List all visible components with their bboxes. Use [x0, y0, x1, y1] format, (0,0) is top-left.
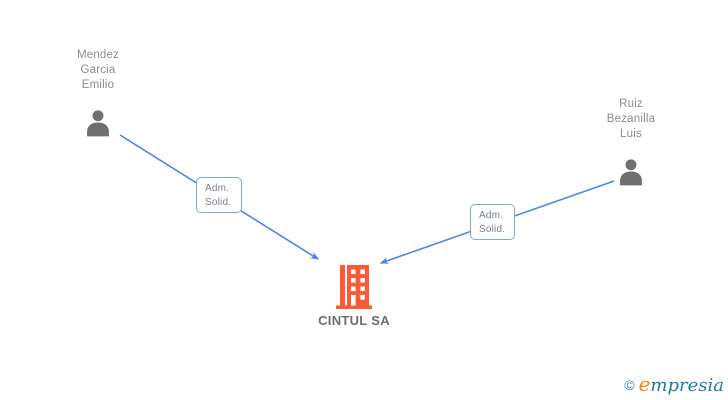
logo-initial: e [638, 372, 651, 396]
relation-label-line2: Solid. [479, 224, 506, 235]
person-icon [571, 156, 691, 188]
relation-label-line2: Solid. [205, 197, 232, 208]
copyright-icon: © [624, 377, 635, 393]
relation-label-line1: Adm. [205, 183, 230, 194]
empresia-wordmark: empresia [639, 374, 724, 396]
person-node-ruiz-bezanilla-luis[interactable]: Ruiz Bezanilla Luis [571, 97, 691, 188]
empresia-logo[interactable]: © empresia [624, 374, 724, 396]
logo-rest: mpresia [650, 375, 724, 396]
relation-box-adm-solid-1[interactable]: Adm. Solid. [196, 177, 242, 213]
relation-label-line1: Adm. [479, 210, 504, 221]
company-node-cintul-sa[interactable]: CINTUL SA [294, 263, 414, 328]
person-name: Ruiz Bezanilla Luis [606, 98, 656, 140]
person-node-mendez-garcia-emilio[interactable]: Mendez Garcia Emilio [38, 48, 158, 139]
company-name: CINTUL SA [318, 313, 390, 328]
person-name: Mendez Garcia Emilio [76, 49, 120, 91]
building-icon [294, 263, 414, 309]
person-icon [38, 107, 158, 139]
relation-box-adm-solid-2[interactable]: Adm. Solid. [470, 204, 515, 240]
